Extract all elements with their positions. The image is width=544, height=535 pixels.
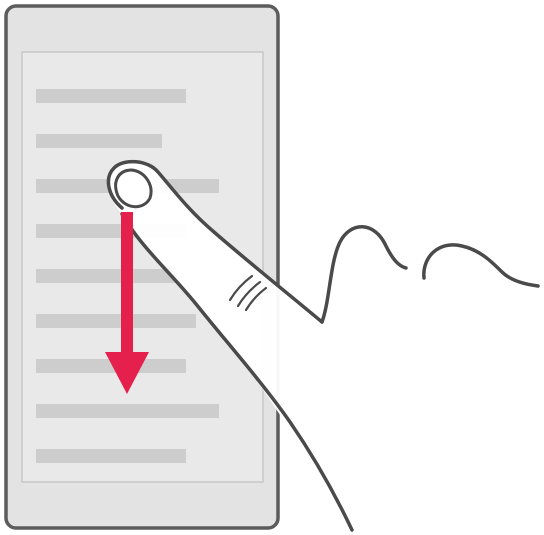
list-item-placeholder — [36, 449, 186, 463]
list-item-placeholder — [36, 134, 162, 148]
list-item-placeholder — [36, 269, 176, 283]
list-item-placeholder — [36, 89, 186, 103]
list-item-placeholder — [36, 404, 219, 418]
list-item-placeholder — [36, 314, 196, 328]
